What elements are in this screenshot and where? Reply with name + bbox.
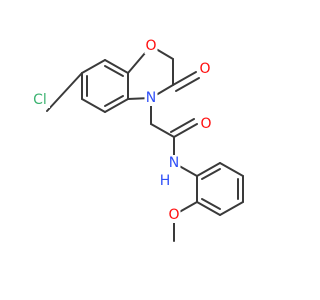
atom-label-n_ring: N <box>146 90 156 106</box>
atom-bg-o_methoxy <box>167 207 181 223</box>
atom-bg-o_ring <box>144 38 158 54</box>
bond-b6-b1 <box>196 162 221 177</box>
bond-b2-b3 <box>196 201 221 216</box>
atom-bg-o_lactam <box>198 61 212 77</box>
bond-b1i-b6i <box>201 168 221 180</box>
bond-c2-o2 <box>172 71 197 86</box>
atom-bg-n_ring <box>144 90 158 106</box>
atom-bg-nh <box>167 155 181 171</box>
atom-label-o_methoxy: O <box>168 207 179 223</box>
bond-ca-oa <box>173 123 198 138</box>
bond-a4-a5 <box>81 98 106 113</box>
bond-a3i-a4i <box>104 95 124 107</box>
atom-label-nh: N <box>169 155 179 171</box>
atom-label-cl: Cl <box>33 92 47 108</box>
atom-bg-o_amide <box>199 116 213 132</box>
atom-bg-cl <box>30 92 50 108</box>
atom-label-h_nh: H <box>160 173 171 189</box>
atom-label-o_lactam: O <box>199 61 210 77</box>
bond-a3-a4 <box>104 98 129 113</box>
bond-c2o2b-o2b <box>175 77 200 92</box>
bonds <box>46 45 244 242</box>
bond-cao-oao <box>170 118 195 133</box>
bond-a1i-a2i <box>104 65 124 77</box>
bond-a6-a1 <box>81 59 106 74</box>
atom-label-o_amide: O <box>200 116 211 132</box>
bond-b2i-b3i <box>201 198 221 210</box>
bond-a1-a2 <box>104 59 129 74</box>
bond-a6-cl <box>46 72 83 112</box>
atom-label-o_ring: O <box>145 38 156 54</box>
bond-b3-b4 <box>219 201 244 216</box>
bond-ch2-ca <box>150 123 175 138</box>
atom-bg-h_nh <box>158 173 172 189</box>
bond-b5-b6 <box>219 162 244 177</box>
